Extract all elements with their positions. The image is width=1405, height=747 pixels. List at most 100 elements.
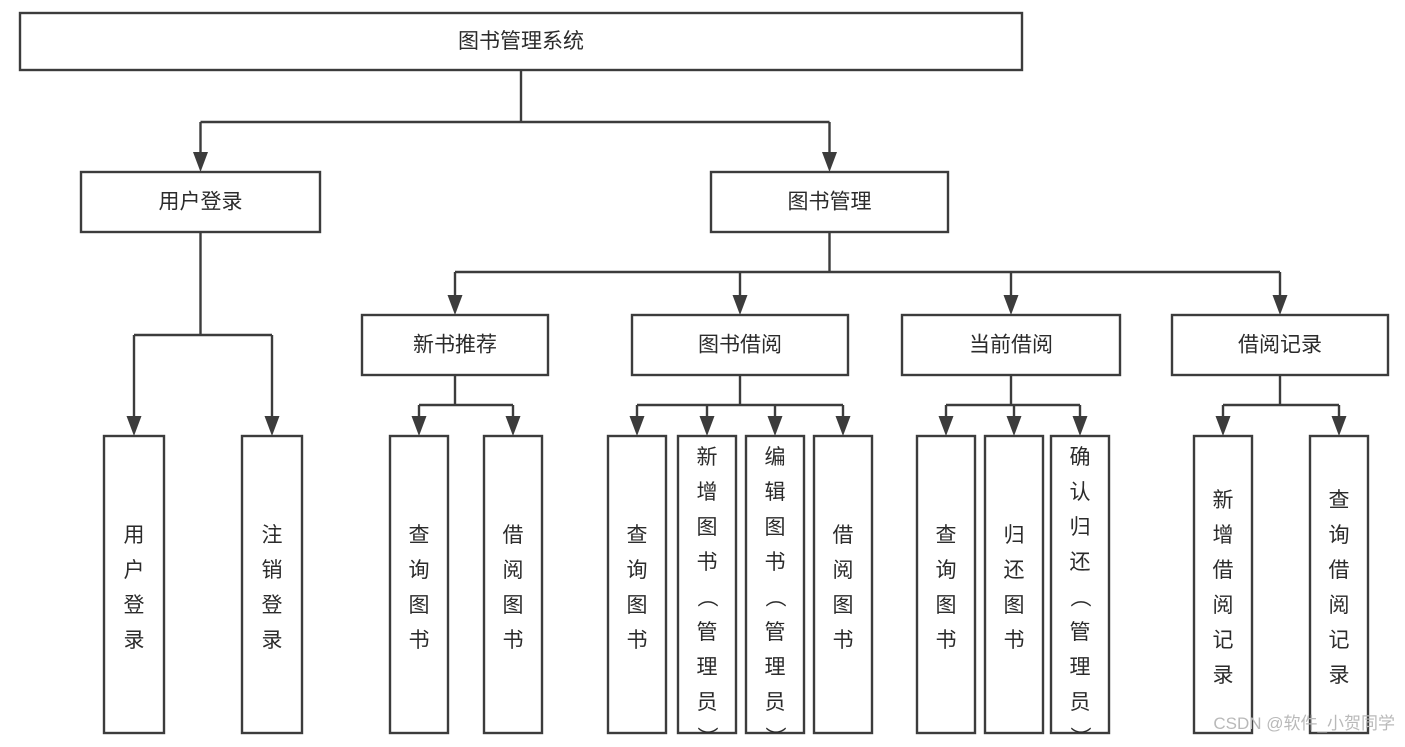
node-label-char: 询 bbox=[409, 559, 430, 582]
arrow-head-icon bbox=[447, 295, 463, 315]
arrow-head-icon bbox=[193, 152, 208, 172]
watermark-label: CSDN @软件_小贺同学 bbox=[1213, 714, 1395, 733]
node-label-char: 书 bbox=[1004, 629, 1025, 652]
node-label-char: 图 bbox=[503, 594, 524, 617]
node-label: 新书推荐 bbox=[413, 334, 497, 357]
node-label-char: ） bbox=[763, 727, 786, 747]
node-label-char: 登 bbox=[124, 594, 145, 617]
node-label-char: 书 bbox=[936, 629, 957, 652]
tree-node-root[interactable]: 图书管理系统 bbox=[18, 11, 1024, 72]
node-label-char: 阅 bbox=[503, 559, 524, 582]
node-box[interactable] bbox=[1170, 313, 1390, 377]
arrow-head-icon bbox=[411, 416, 427, 436]
tree-node-login[interactable]: 用户登录 bbox=[79, 170, 322, 234]
connector-group bbox=[126, 232, 280, 436]
arrow-head-icon bbox=[1331, 416, 1347, 436]
node-box[interactable] bbox=[900, 313, 1122, 377]
node-box[interactable] bbox=[240, 434, 304, 735]
node-label-char: ） bbox=[1068, 727, 1091, 747]
node-box[interactable] bbox=[709, 170, 950, 234]
node-box[interactable] bbox=[676, 434, 738, 735]
arrow-head-icon bbox=[629, 416, 645, 436]
node-box[interactable] bbox=[1049, 434, 1111, 735]
node-label-char: 管 bbox=[1070, 621, 1091, 644]
connector-group bbox=[1215, 375, 1347, 436]
node-label-char: ） bbox=[695, 727, 718, 747]
node-label-char: 查 bbox=[409, 524, 430, 547]
node-label-char: 询 bbox=[936, 559, 957, 582]
node-label-char: 理 bbox=[1070, 656, 1091, 679]
node-label-char: 阅 bbox=[833, 559, 854, 582]
node-box[interactable] bbox=[102, 434, 166, 735]
node-box[interactable] bbox=[18, 11, 1024, 72]
node-box[interactable] bbox=[983, 434, 1045, 735]
node-box[interactable] bbox=[1308, 434, 1370, 735]
node-label-char: 理 bbox=[697, 656, 718, 679]
arrow-head-icon bbox=[1215, 416, 1231, 436]
node-label-char: 新 bbox=[1213, 489, 1234, 512]
node-label-char: 查 bbox=[1329, 489, 1350, 512]
node-label-char: 录 bbox=[1213, 664, 1234, 687]
node-label-char: 图 bbox=[1004, 594, 1025, 617]
node-label-char: 新 bbox=[697, 446, 718, 469]
node-label-char: 录 bbox=[124, 629, 145, 652]
node-label-char: 确 bbox=[1070, 446, 1091, 469]
arrow-head-icon bbox=[1072, 416, 1088, 436]
node-label: 当前借阅 bbox=[969, 334, 1053, 357]
node-label-char: 图 bbox=[409, 594, 430, 617]
arrow-head-icon bbox=[822, 152, 837, 172]
node-box[interactable] bbox=[812, 434, 874, 735]
tree-node-bookmgmt[interactable]: 图书管理 bbox=[709, 170, 950, 234]
node-label-char: 编 bbox=[765, 446, 786, 469]
node-label: 用户登录 bbox=[159, 191, 243, 214]
node-label-char: 图 bbox=[936, 594, 957, 617]
tree-node-leaf1[interactable]: 用户登录 bbox=[102, 434, 166, 735]
node-label-char: （ bbox=[1068, 587, 1091, 608]
arrow-head-icon bbox=[126, 416, 142, 436]
node-box[interactable] bbox=[388, 434, 450, 735]
node-box[interactable] bbox=[606, 434, 668, 735]
node-label-char: 书 bbox=[697, 551, 718, 574]
tree-node-newbook[interactable]: 新书推荐 bbox=[360, 313, 550, 377]
node-label-char: 归 bbox=[1004, 524, 1025, 547]
node-label-char: 书 bbox=[409, 629, 430, 652]
node-box[interactable] bbox=[482, 434, 544, 735]
connector-group bbox=[629, 375, 851, 436]
node-box[interactable] bbox=[630, 313, 850, 377]
node-label-char: 归 bbox=[1070, 516, 1091, 539]
node-label-char: 图 bbox=[765, 516, 786, 539]
node-label-char: 员 bbox=[1070, 691, 1091, 714]
node-layer: 图书管理系统用户登录图书管理新书推荐图书借阅当前借阅借阅记录用户登录注销登录查询… bbox=[18, 11, 1390, 747]
node-label: 图书管理系统 bbox=[458, 30, 584, 53]
arrow-head-icon bbox=[1003, 295, 1019, 315]
node-label-char: 还 bbox=[1070, 551, 1091, 574]
node-label-char: 增 bbox=[697, 481, 718, 504]
tree-node-current[interactable]: 当前借阅 bbox=[900, 313, 1122, 377]
node-box[interactable] bbox=[1192, 434, 1254, 735]
node-box[interactable] bbox=[744, 434, 806, 735]
node-label-char: 员 bbox=[765, 691, 786, 714]
node-label-char: 增 bbox=[1213, 524, 1234, 547]
node-label-char: 录 bbox=[262, 629, 283, 652]
tree-node-borrow[interactable]: 图书借阅 bbox=[630, 313, 850, 377]
node-label-char: （ bbox=[763, 587, 786, 608]
node-box[interactable] bbox=[915, 434, 977, 735]
tree-node-record[interactable]: 借阅记录 bbox=[1170, 313, 1390, 377]
node-box[interactable] bbox=[79, 170, 322, 234]
node-label-char: 查 bbox=[627, 524, 648, 547]
node-box[interactable] bbox=[360, 313, 550, 377]
node-label: 借阅记录 bbox=[1238, 334, 1322, 357]
arrow-head-icon bbox=[767, 416, 783, 436]
